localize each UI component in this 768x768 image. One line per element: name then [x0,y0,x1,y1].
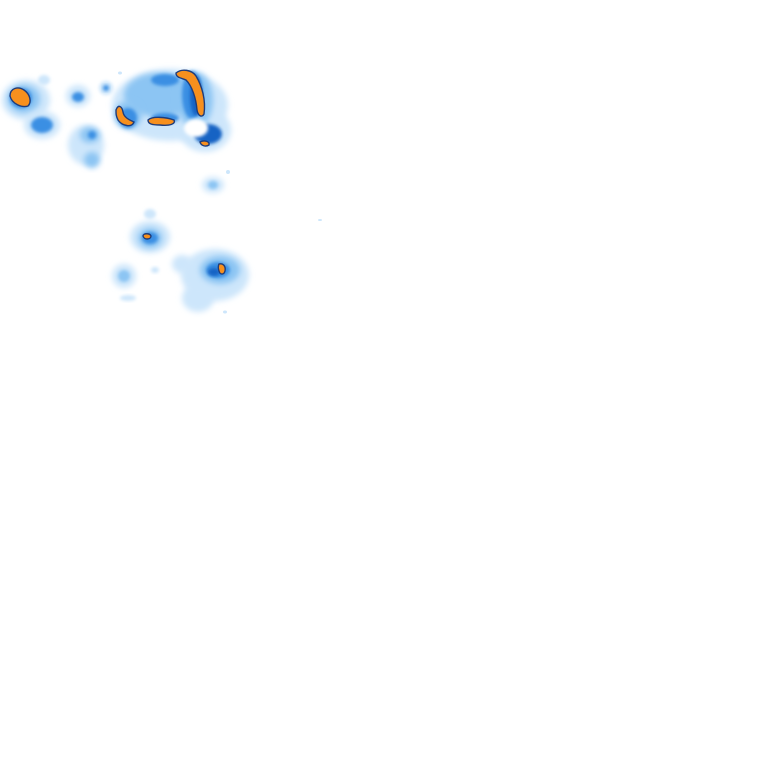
cluster-scattered-left [66,81,113,168]
specks [118,71,322,314]
cluster-middle [130,209,170,253]
hotspot-left [9,87,31,108]
hotspot-arc-east [175,69,206,117]
cluster-left [2,75,60,139]
hotspot-arc-west [115,105,135,127]
hotspot-middle [142,233,152,240]
hotspot-arc-south [147,116,176,126]
hotspot-arc-tip [199,140,210,147]
hotspot-lower [217,263,226,275]
cluster-lower [112,249,249,312]
cluster-arc [112,69,231,193]
